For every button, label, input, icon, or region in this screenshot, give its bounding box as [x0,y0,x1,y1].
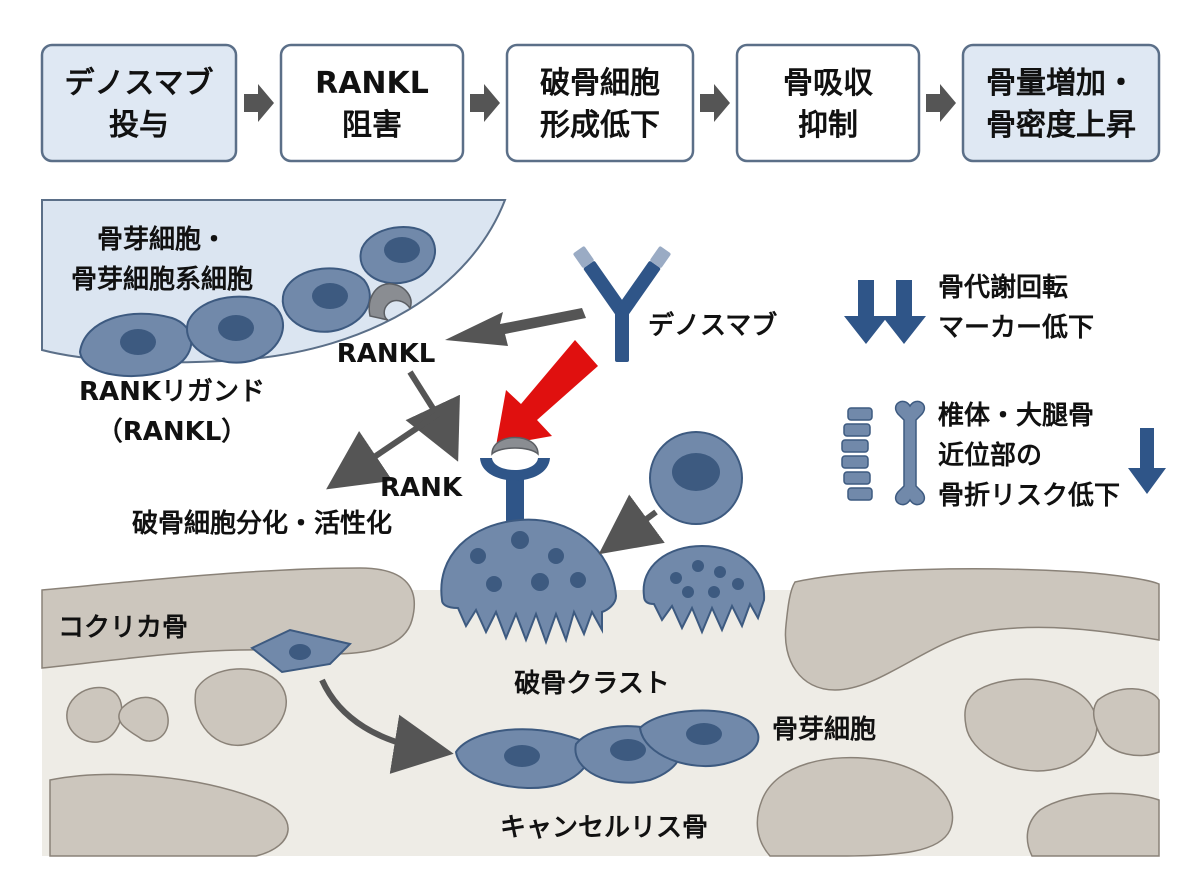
trabecula [756,756,954,857]
flow-step-5-line2: 骨密度上昇 [986,108,1136,143]
flow-step-2: RANKL 阻害 [279,43,465,163]
fracture-label-line2: 近位部の [938,440,1042,471]
osteoblast-cell [186,295,284,364]
flow-step-3-line2: 形成低下 [540,108,660,143]
right-arrow-icon [244,84,274,122]
antibody-icon [573,246,671,362]
differentiation-arrow [407,370,437,412]
flow-step-5: 骨量増加・ 骨密度上昇 [961,43,1161,163]
trabecula [194,668,287,747]
differentiation-arrow [326,411,440,490]
flow-step-3-line1: 破骨細胞 [540,66,660,101]
osteoclast-cell-small [642,544,766,635]
fracture-label-line3: 骨折リスク低下 [938,481,1120,511]
down-arrow-icon [882,280,926,344]
marker-label-line2: マーカー低下 [938,313,1094,343]
flow-step-1: デノスマブ 投与 [40,43,238,163]
flow-step-2-line2: 阻害 [342,108,402,143]
osteoclast-cell [440,518,618,645]
flow-step-1-line2: 投与 [109,108,169,143]
marker-label-line1: 骨代謝回転 [938,272,1068,303]
trabecula [1026,792,1160,857]
cortical-bone-right [784,568,1160,691]
trabecula [118,696,169,742]
trabecula [49,773,289,857]
rank-label: RANK [380,473,463,503]
flow-step-4-line2: 抑制 [798,108,858,143]
rankl-full-label-line1: RANKリガンド [79,377,265,407]
block-arrow-icon [445,308,586,346]
precursor-cell [649,431,743,525]
inhibition-arrow-icon [496,340,598,446]
right-arrow-icon [470,84,500,122]
osteoblast-cell [359,225,436,285]
osteoblast-cell [281,267,371,333]
rankl-full-label-line2: （RANKL） [97,417,248,447]
rankl-label: RANKL [337,339,436,369]
lining-cell [638,709,760,768]
flow-step-2-line1: RANKL [315,66,429,101]
migration-arrow [319,678,454,774]
down-arrow-icon [1128,428,1166,494]
trabecula [964,678,1098,772]
osteocyte-cell [250,628,352,674]
flow-step-4-line1: 骨吸収 [783,66,874,101]
right-arrow-icon [700,84,730,122]
trabecula [1092,688,1160,757]
down-arrow-icon [844,280,888,344]
spine-icon [841,407,873,501]
marker-down-icon [844,280,926,344]
osteoblast-layer [41,199,507,378]
lining-cell [454,728,591,789]
osteoclast-label: 破骨クラスト [514,669,669,699]
flow-step-1-line1: デノスマブ [64,66,213,101]
fusion-arrow [598,494,665,555]
femur-icon [894,400,926,506]
right-arrow-icon [926,84,956,122]
osteoblast-label-line2: 骨芽細胞系細胞 [71,264,253,295]
cancellous-bone-label: キャンセルリス骨 [500,813,708,843]
flow-chart: デノスマブ 投与 RANKL 阻害 破骨細胞 形成低下 骨吸収 抑制 骨量増加・… [40,43,1161,163]
flow-step-4: 骨吸収 抑制 [735,43,921,163]
osteoblast-label-line1: 骨芽細胞・ [97,224,227,255]
osteoblast-cell [78,312,193,378]
cortical-bone-label: コクリカ骨 [58,613,188,643]
flow-step-3: 破骨細胞 形成低下 [505,43,695,163]
differentiation-label: 破骨細胞分化・活性化 [132,508,392,539]
rankl-bound-icon [491,436,539,456]
denosumab-label: デノスマブ [648,310,777,341]
osteoblast-bottom-label: 骨芽細胞 [772,714,876,745]
rankl-ligand-icon [368,283,412,321]
flow-step-5-line1: 骨量増加・ [986,66,1136,101]
fracture-label-line1: 椎体・大腿骨 [938,401,1094,431]
